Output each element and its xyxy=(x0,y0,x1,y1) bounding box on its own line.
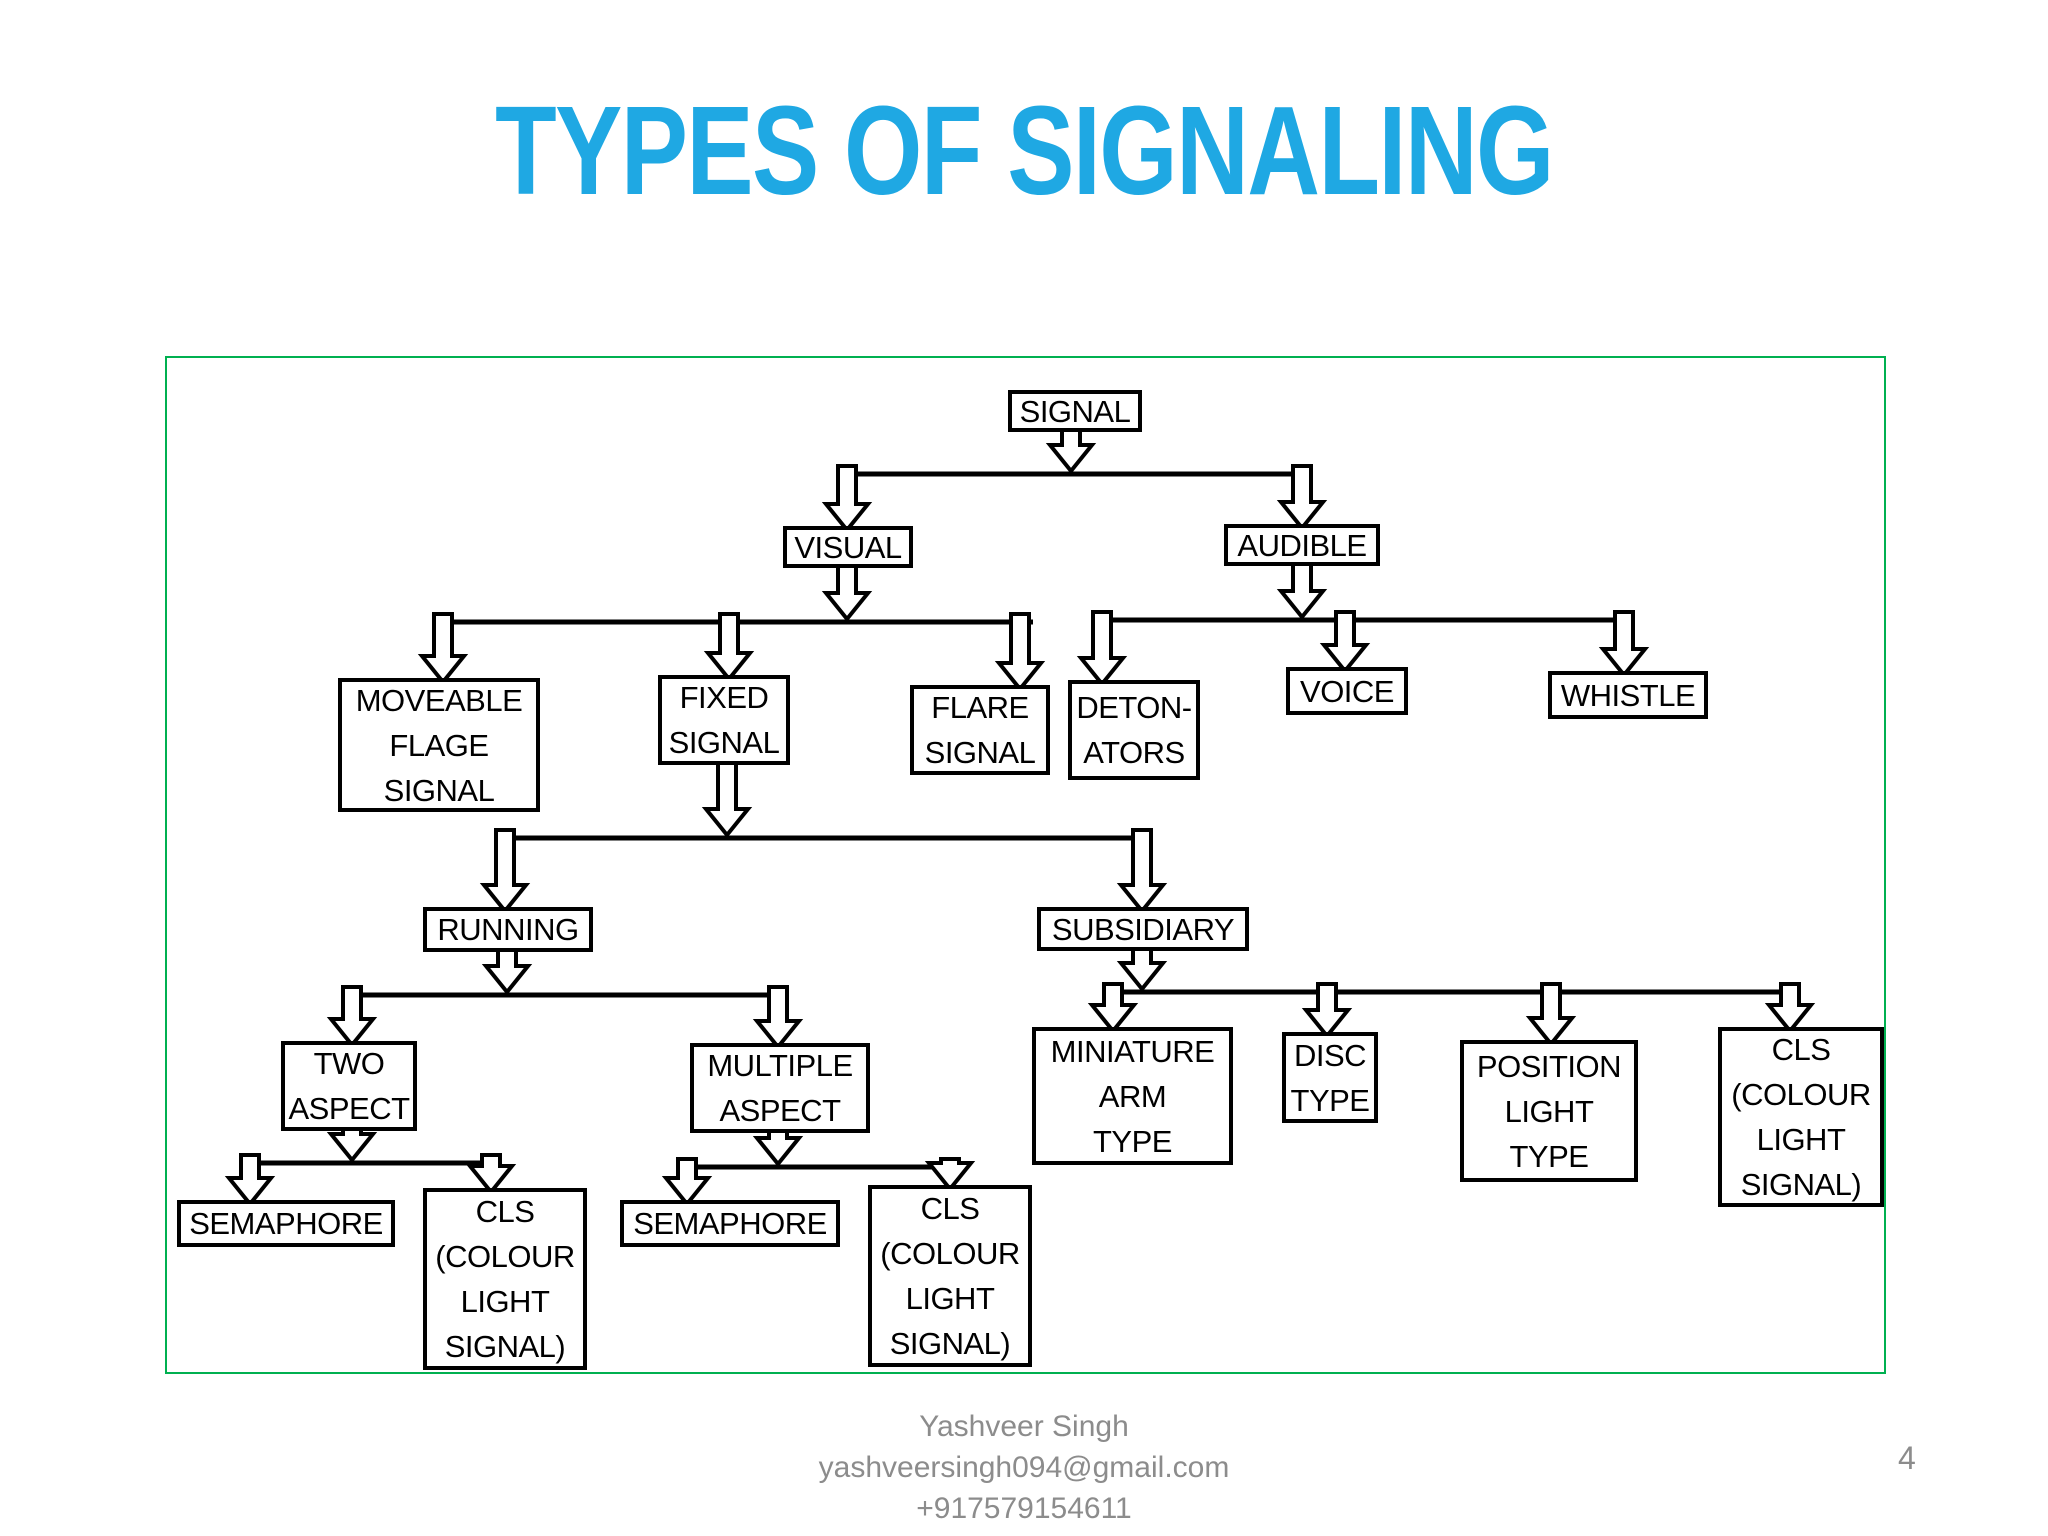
page-number: 4 xyxy=(1898,1440,1916,1476)
footer-email: yashveersingh094@gmail.com xyxy=(818,1451,1230,1484)
node-fixed-signal: FIXED SIGNAL xyxy=(658,675,790,765)
node-running: RUNNING xyxy=(423,907,593,952)
node-whistle: WHISTLE xyxy=(1548,671,1708,719)
node-flare-signal: FLARE SIGNAL xyxy=(910,685,1050,775)
node-miniature-arm-type: MINIATURE ARM TYPE xyxy=(1032,1027,1233,1165)
node-disc-type: DISC TYPE xyxy=(1282,1032,1378,1123)
footer-author: Yashveer Singh xyxy=(919,1410,1129,1443)
footer-phone: +917579154611 xyxy=(916,1492,1132,1525)
node-subsidiary: SUBSIDIARY xyxy=(1037,907,1249,951)
node-cls-multiple-aspect: CLS (COLOUR LIGHT SIGNAL) xyxy=(868,1185,1032,1367)
node-signal: SIGNAL xyxy=(1008,390,1142,432)
slide-title: TYPES OF SIGNALING xyxy=(495,80,1554,221)
node-audible: AUDIBLE xyxy=(1224,524,1380,566)
node-moveable-flage-signal: MOVEABLE FLAGE SIGNAL xyxy=(338,678,540,812)
node-voice: VOICE xyxy=(1286,667,1408,715)
node-semaphore-multiple-aspect: SEMAPHORE xyxy=(620,1200,840,1247)
node-multiple-aspect: MULTIPLE ASPECT xyxy=(690,1043,870,1133)
node-semaphore-two-aspect: SEMAPHORE xyxy=(177,1200,395,1247)
node-two-aspect: TWO ASPECT xyxy=(281,1041,417,1131)
node-detonators: DETON- ATORS xyxy=(1068,680,1200,780)
node-cls-subsidiary: CLS (COLOUR LIGHT SIGNAL) xyxy=(1718,1027,1884,1207)
footer: Yashveer Singh yashveersingh094@gmail.co… xyxy=(0,1406,2048,1529)
node-cls-two-aspect: CLS (COLOUR LIGHT SIGNAL) xyxy=(423,1188,587,1370)
node-position-light-type: POSITION LIGHT TYPE xyxy=(1460,1040,1638,1182)
node-visual: VISUAL xyxy=(783,526,913,568)
